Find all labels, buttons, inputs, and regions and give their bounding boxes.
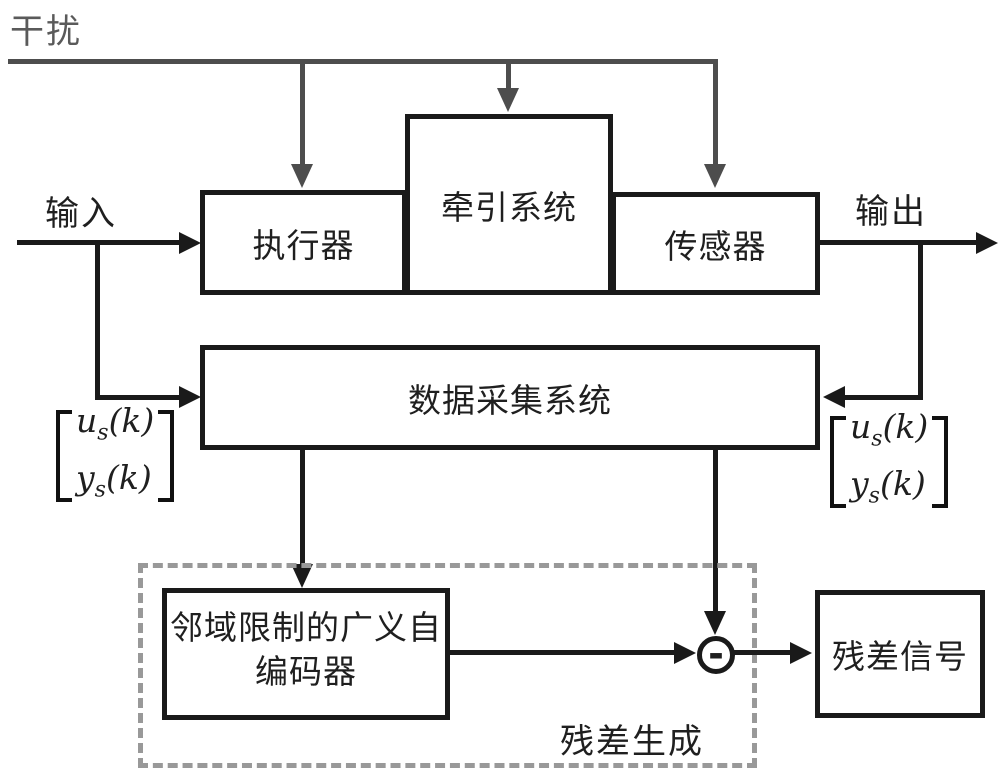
residual-signal-block: 残差信号 [815, 590, 985, 718]
disturbance-line [8, 59, 718, 64]
disturbance-label: 干扰 [10, 14, 82, 51]
arrowhead-sum-residual-icon [790, 642, 812, 664]
actuator-label: 执行器 [252, 228, 355, 265]
arrowhead-daq-sum-icon [704, 611, 726, 635]
vector-right-row2: ys(k) [850, 464, 926, 509]
arrowhead-input-daq-icon [179, 386, 201, 408]
right-bracket-icon [932, 416, 949, 508]
daq-to-autoencoder-line [300, 450, 305, 566]
arrowhead-disturbance-sensor-icon [704, 164, 726, 188]
disturbance-drop-actuator [300, 62, 305, 165]
arrowhead-output-icon [976, 232, 998, 254]
arrowhead-disturbance-traction-icon [497, 88, 519, 112]
vector-left-row2: ys(k) [76, 458, 152, 503]
input-label: 输入 [45, 196, 117, 233]
arrowhead-autoencoder-sum-icon [674, 642, 696, 664]
vector-left-row1: us(k) [76, 401, 155, 446]
right-bracket-icon [158, 410, 175, 502]
autoencoder-block: 邻域限制的广义自 编码器 [162, 588, 450, 720]
left-bracket-icon [830, 416, 846, 508]
daq-to-sum-line [713, 450, 718, 613]
data-acquisition-label: 数据采集系统 [408, 383, 612, 420]
residual-generation-region [138, 563, 757, 768]
arrowhead-daq-autoencoder-icon [291, 564, 313, 588]
sensor-label: 传感器 [664, 229, 767, 266]
input-branch-horizontal [95, 395, 179, 400]
vector-left: us(k) ys(k) [56, 401, 175, 503]
output-branch-vertical [918, 240, 923, 400]
actuator-block: 执行器 [200, 190, 407, 295]
disturbance-drop-traction [506, 62, 511, 90]
data-acquisition-block: 数据采集系统 [200, 345, 820, 450]
traction-system-block: 牵引系统 [405, 114, 613, 295]
output-line [820, 240, 976, 245]
left-bracket-icon [56, 410, 72, 502]
summing-junction: - [697, 635, 735, 674]
sensor-block: 传感器 [611, 192, 820, 295]
sum-to-residual-line [734, 650, 792, 655]
residual-generation-label: 残差生成 [560, 724, 704, 761]
vector-right-row1: us(k) [850, 407, 929, 452]
output-branch-horizontal [845, 395, 923, 400]
arrowhead-input-actuator-icon [179, 232, 201, 254]
disturbance-drop-sensor [713, 59, 718, 166]
input-branch-vertical [95, 240, 100, 400]
autoencoder-to-sum-line [450, 650, 676, 655]
residual-signal-label: 残差信号 [832, 640, 968, 676]
autoencoder-label: 邻域限制的广义自 编码器 [170, 611, 442, 691]
traction-system-label: 牵引系统 [441, 190, 577, 227]
output-label: 输出 [855, 194, 927, 231]
arrowhead-output-daq-icon [823, 386, 845, 408]
arrowhead-disturbance-actuator-icon [291, 164, 313, 188]
vector-right: us(k) ys(k) [830, 407, 949, 509]
